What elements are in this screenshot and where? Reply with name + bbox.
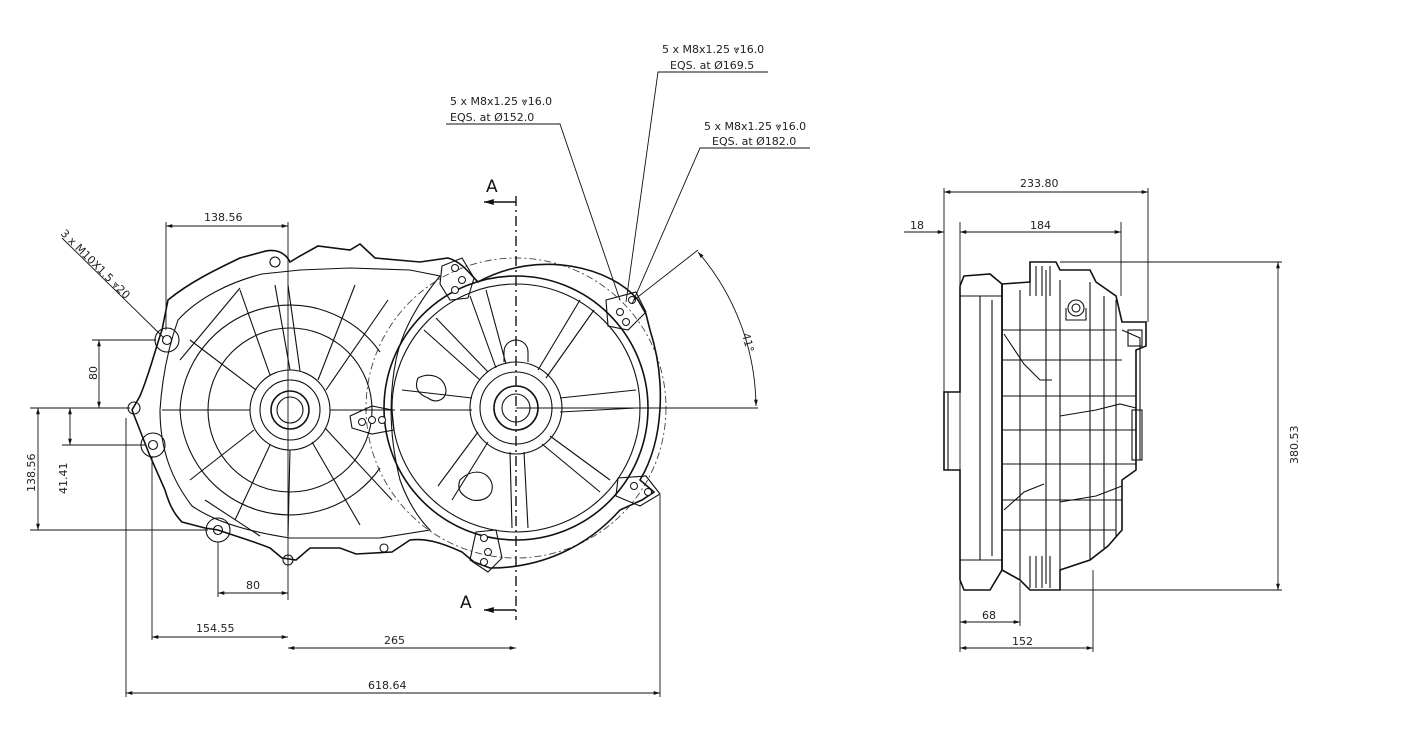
side-view (943, 188, 1282, 652)
dim-80-left: 80 (87, 366, 100, 380)
side-body (1001, 261, 1147, 591)
dim-68: 68 (982, 609, 996, 622)
housing-inner-left (159, 267, 442, 539)
dim-41: 41.41 (57, 463, 70, 495)
side-internal-lines (1002, 270, 1141, 584)
callout-c-line2: EQS. at Ø182.0 (712, 135, 796, 148)
dim-angle: 41° (739, 332, 756, 354)
dim-184: 184 (1030, 219, 1051, 232)
hole-callouts: 5 x M8x1.25 ⩔16.0 EQS. at Ø152.0 5 x M8x… (58, 43, 810, 339)
callout-a-line2: EQS. at Ø152.0 (450, 111, 534, 124)
dim-154: 154.55 (196, 622, 235, 635)
left-ribs (162, 284, 395, 537)
dim-80-bottom: 80 (246, 579, 260, 592)
section-label-top: A (486, 177, 498, 197)
left-bore (270, 390, 310, 430)
dim-233: 233.80 (1020, 177, 1059, 190)
front-dimensions: 138.56 80 138.56 41.41 80 154.55 265 618… (25, 211, 758, 695)
dim-138-top: 138.56 (204, 211, 243, 224)
callout-b-line2: EQS. at Ø169.5 (670, 59, 754, 72)
dim-138-left: 138.56 (25, 454, 38, 493)
front-view (30, 196, 758, 697)
dim-18: 18 (910, 219, 924, 232)
dim-380: 380.53 (1288, 426, 1301, 465)
callout-b-line1: 5 x M8x1.25 ⩔16.0 (662, 43, 764, 56)
housing-outline (131, 243, 662, 569)
dim-618: 618.64 (368, 679, 407, 692)
callout-a-line1: 5 x M8x1.25 ⩔16.0 (450, 95, 552, 108)
callout-d: 3 x M10X1.5 ⩔20 (58, 227, 133, 302)
dim-152: 152 (1012, 635, 1033, 648)
callout-c-line1: 5 x M8x1.25 ⩔16.0 (704, 120, 806, 133)
left-boss-outer (249, 369, 331, 451)
lug-holes (358, 264, 652, 566)
dim-265: 265 (384, 634, 405, 647)
side-flange (943, 273, 1003, 591)
section-label-bottom: A (460, 593, 472, 613)
side-dimensions: 233.80 18 184 380.53 68 152 (904, 177, 1301, 650)
right-lugs (349, 257, 661, 573)
right-spokes (400, 289, 637, 529)
